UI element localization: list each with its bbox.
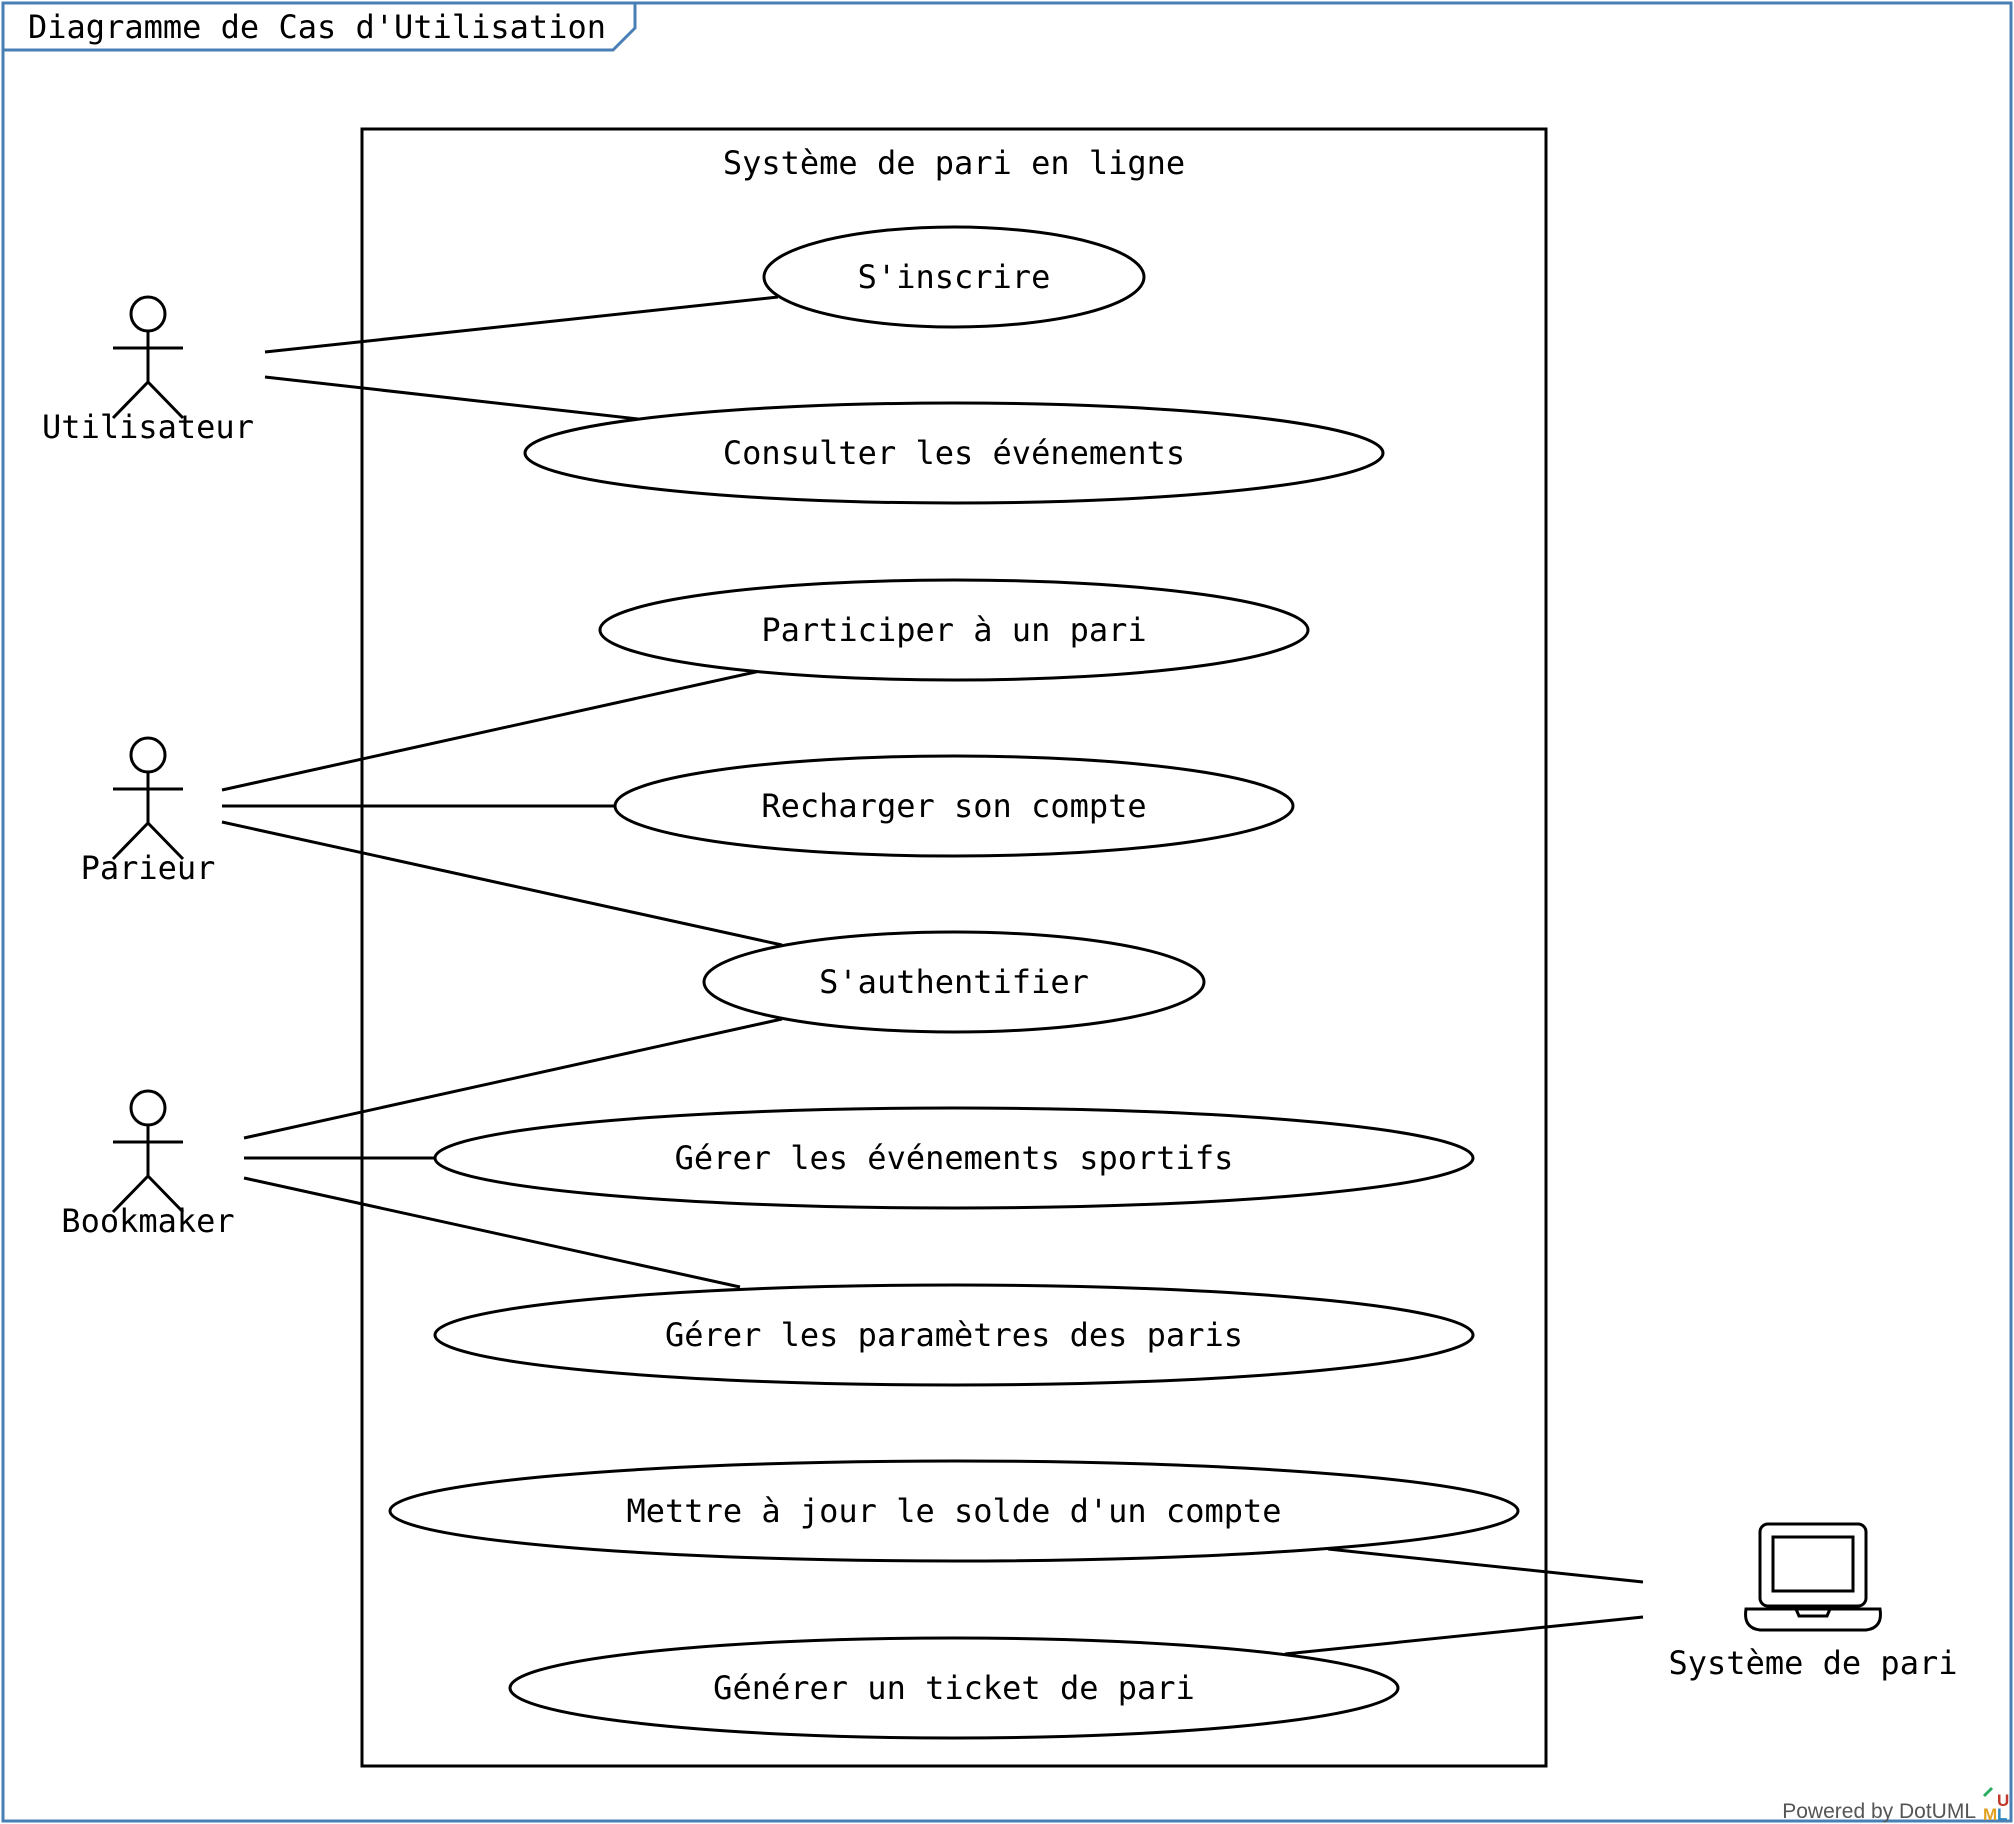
use-case-label: S'authentifier: [819, 963, 1089, 1001]
use-case-label: Recharger son compte: [761, 787, 1146, 825]
stick-figure-icon: [111, 736, 185, 861]
association-parieur-participer: [221, 669, 761, 792]
use-case-label: S'inscrire: [858, 258, 1051, 296]
use-case-gerer-evenements[interactable]: Gérer les événements sportifs: [433, 1106, 1475, 1210]
use-case-participer[interactable]: Participer à un pari: [598, 578, 1310, 682]
use-case-recharger[interactable]: Recharger son compte: [613, 754, 1295, 858]
associations: [221, 295, 1644, 1656]
actor-systeme-pari[interactable]: Système de pari: [1669, 1522, 1958, 1682]
system-boundary: Système de pari en ligne: [360, 127, 1548, 1768]
association-bookmaker-gerer-parametres: [243, 1176, 741, 1289]
actor-parieur[interactable]: Parieur: [81, 736, 216, 887]
frame-title: Diagramme de Cas d'Utilisation: [28, 8, 606, 46]
laptop-icon: [1744, 1522, 1882, 1632]
association-bookmaker-authentifier: [243, 1017, 783, 1140]
svg-text:U: U: [1997, 1791, 2009, 1810]
association-utilisateur-inscrire: [264, 295, 779, 354]
dotuml-logo-icon: U M L: [1982, 1786, 2009, 1824]
association-parieur-authentifier: [221, 820, 783, 947]
powered-by-badge[interactable]: Powered by DotUML U M L: [1782, 1786, 2009, 1824]
use-case-label: Consulter les événements: [723, 434, 1185, 472]
use-case-label: Gérer les événements sportifs: [675, 1139, 1234, 1177]
powered-by-text: Powered by DotUML: [1782, 1800, 1976, 1823]
stick-figure-icon: [111, 295, 185, 420]
actor-label: Bookmaker: [61, 1202, 234, 1240]
svg-text:L: L: [1997, 1805, 2007, 1824]
use-case-label: Participer à un pari: [761, 611, 1146, 649]
actor-label: Système de pari: [1669, 1644, 1958, 1682]
use-case-label: Générer un ticket de pari: [713, 1669, 1195, 1707]
system-title: Système de pari en ligne: [723, 144, 1185, 182]
actor-utilisateur[interactable]: Utilisateur: [42, 295, 254, 446]
use-case-label: Mettre à jour le solde d'un compte: [626, 1492, 1281, 1530]
use-case-inscrire[interactable]: S'inscrire: [762, 225, 1146, 329]
use-case-generer-ticket[interactable]: Générer un ticket de pari: [508, 1636, 1400, 1740]
use-case-label: Gérer les paramètres des paris: [665, 1316, 1243, 1354]
association-systeme-generer-ticket: [1284, 1615, 1644, 1656]
use-case-maj-solde[interactable]: Mettre à jour le solde d'un compte: [388, 1459, 1520, 1563]
stick-figure-icon: [111, 1089, 185, 1214]
use-case-gerer-parametres[interactable]: Gérer les paramètres des paris: [433, 1283, 1475, 1387]
svg-text:M: M: [1983, 1805, 1997, 1824]
use-case-authentifier[interactable]: S'authentifier: [702, 930, 1206, 1034]
actor-bookmaker[interactable]: Bookmaker: [61, 1089, 235, 1240]
actor-label: Utilisateur: [42, 408, 254, 446]
association-systeme-maj-solde: [1327, 1547, 1644, 1584]
actor-label: Parieur: [81, 849, 216, 887]
use-case-consulter[interactable]: Consulter les événements: [523, 401, 1385, 505]
association-utilisateur-consulter: [264, 375, 639, 421]
